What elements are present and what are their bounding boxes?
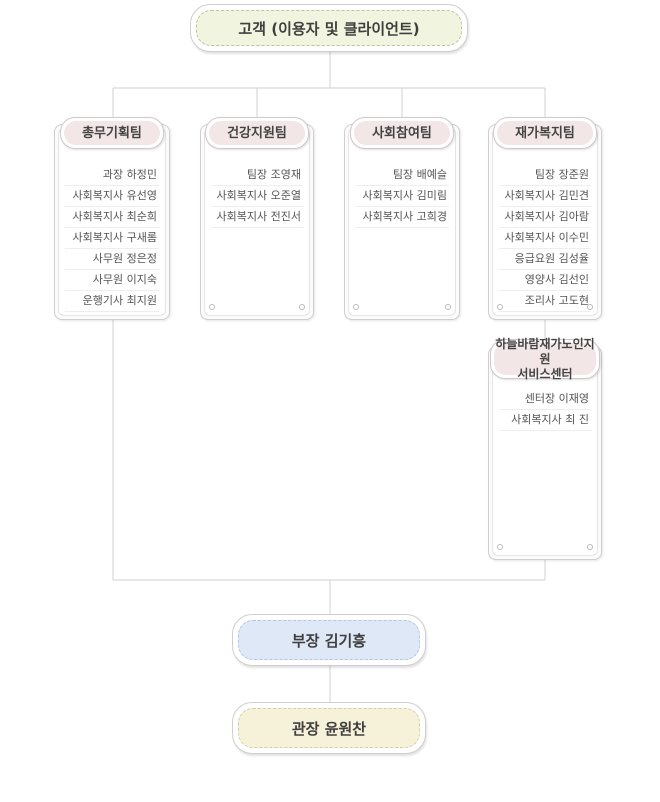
punch-hole xyxy=(587,304,593,310)
customer-box: 고객 (이용자 및 클라이언트) xyxy=(190,4,468,52)
member-item: 사무원 정은정 xyxy=(65,249,159,270)
member-item: 사회복지사 김민견 xyxy=(499,186,591,207)
member-item: 사회복지사 구새롬 xyxy=(65,228,159,249)
member-item: 응급요원 김성율 xyxy=(499,249,591,270)
member-item: 팀장 장준원 xyxy=(499,165,591,186)
team-header: 건강지원팀 xyxy=(205,117,309,149)
member-item: 사회복지사 이수민 xyxy=(499,228,591,249)
member-item: 사회복지사 유선영 xyxy=(65,186,159,207)
team-panel-social: 사회참여팀 팀장 배예슬 사회복지사 김미림 사회복지사 고희경 xyxy=(344,117,460,320)
team-panel-health: 건강지원팀 팀장 조영재 사회복지사 오준열 사회복지사 전진서 xyxy=(200,117,314,320)
customer-label: 고객 (이용자 및 클라이언트) xyxy=(196,10,462,46)
team-panel-admin: 총무기획팀 과장 하정민 사회복지사 유선영 사회복지사 최순희 사회복지사 구… xyxy=(54,117,170,320)
team-header: 사회참여팀 xyxy=(350,117,454,149)
member-item: 사회복지사 고희경 xyxy=(355,207,449,228)
member-item: 사무원 이지숙 xyxy=(65,270,159,291)
punch-hole xyxy=(299,304,305,310)
punch-hole xyxy=(587,544,593,550)
director-box: 관장 윤원찬 xyxy=(232,702,426,754)
punch-hole xyxy=(497,304,503,310)
member-item: 사회복지사 최 진 xyxy=(499,410,591,431)
member-item: 운행기사 최지원 xyxy=(65,291,159,312)
member-item: 센터장 이재영 xyxy=(499,389,591,410)
center-title-line1: 하늘바람재가노인지원 xyxy=(495,336,595,366)
manager-box: 부장 김기흥 xyxy=(232,614,426,666)
member-item: 사회복지사 김아람 xyxy=(499,207,591,228)
member-item: 사회복지사 전진서 xyxy=(211,207,303,228)
member-item: 사회복지사 김미림 xyxy=(355,186,449,207)
punch-hole xyxy=(497,544,503,550)
team-header: 총무기획팀 xyxy=(60,117,164,149)
team-header: 재가복지팀 xyxy=(493,117,597,149)
punch-hole xyxy=(445,304,451,310)
director-label: 관장 윤원찬 xyxy=(238,708,420,748)
punch-hole xyxy=(209,304,215,310)
member-item: 영양사 김선인 xyxy=(499,270,591,291)
member-item: 사회복지사 최순희 xyxy=(65,207,159,228)
member-item: 과장 하정민 xyxy=(65,165,159,186)
center-header: 하늘바람재가노인지원 서비스센터 xyxy=(490,336,600,381)
punch-hole xyxy=(353,304,359,310)
manager-label: 부장 김기흥 xyxy=(238,620,420,660)
center-panel: 하늘바람재가노인지원 서비스센터 센터장 이재영 사회복지사 최 진 xyxy=(488,337,602,560)
center-title-line2: 서비스센터 xyxy=(517,366,573,381)
member-item: 팀장 배예슬 xyxy=(355,165,449,186)
member-item: 사회복지사 오준열 xyxy=(211,186,303,207)
team-panel-homecare: 재가복지팀 팀장 장준원 사회복지사 김민견 사회복지사 김아람 사회복지사 이… xyxy=(488,117,602,320)
member-item: 조리사 고도현 xyxy=(499,291,591,312)
member-item: 팀장 조영재 xyxy=(211,165,303,186)
